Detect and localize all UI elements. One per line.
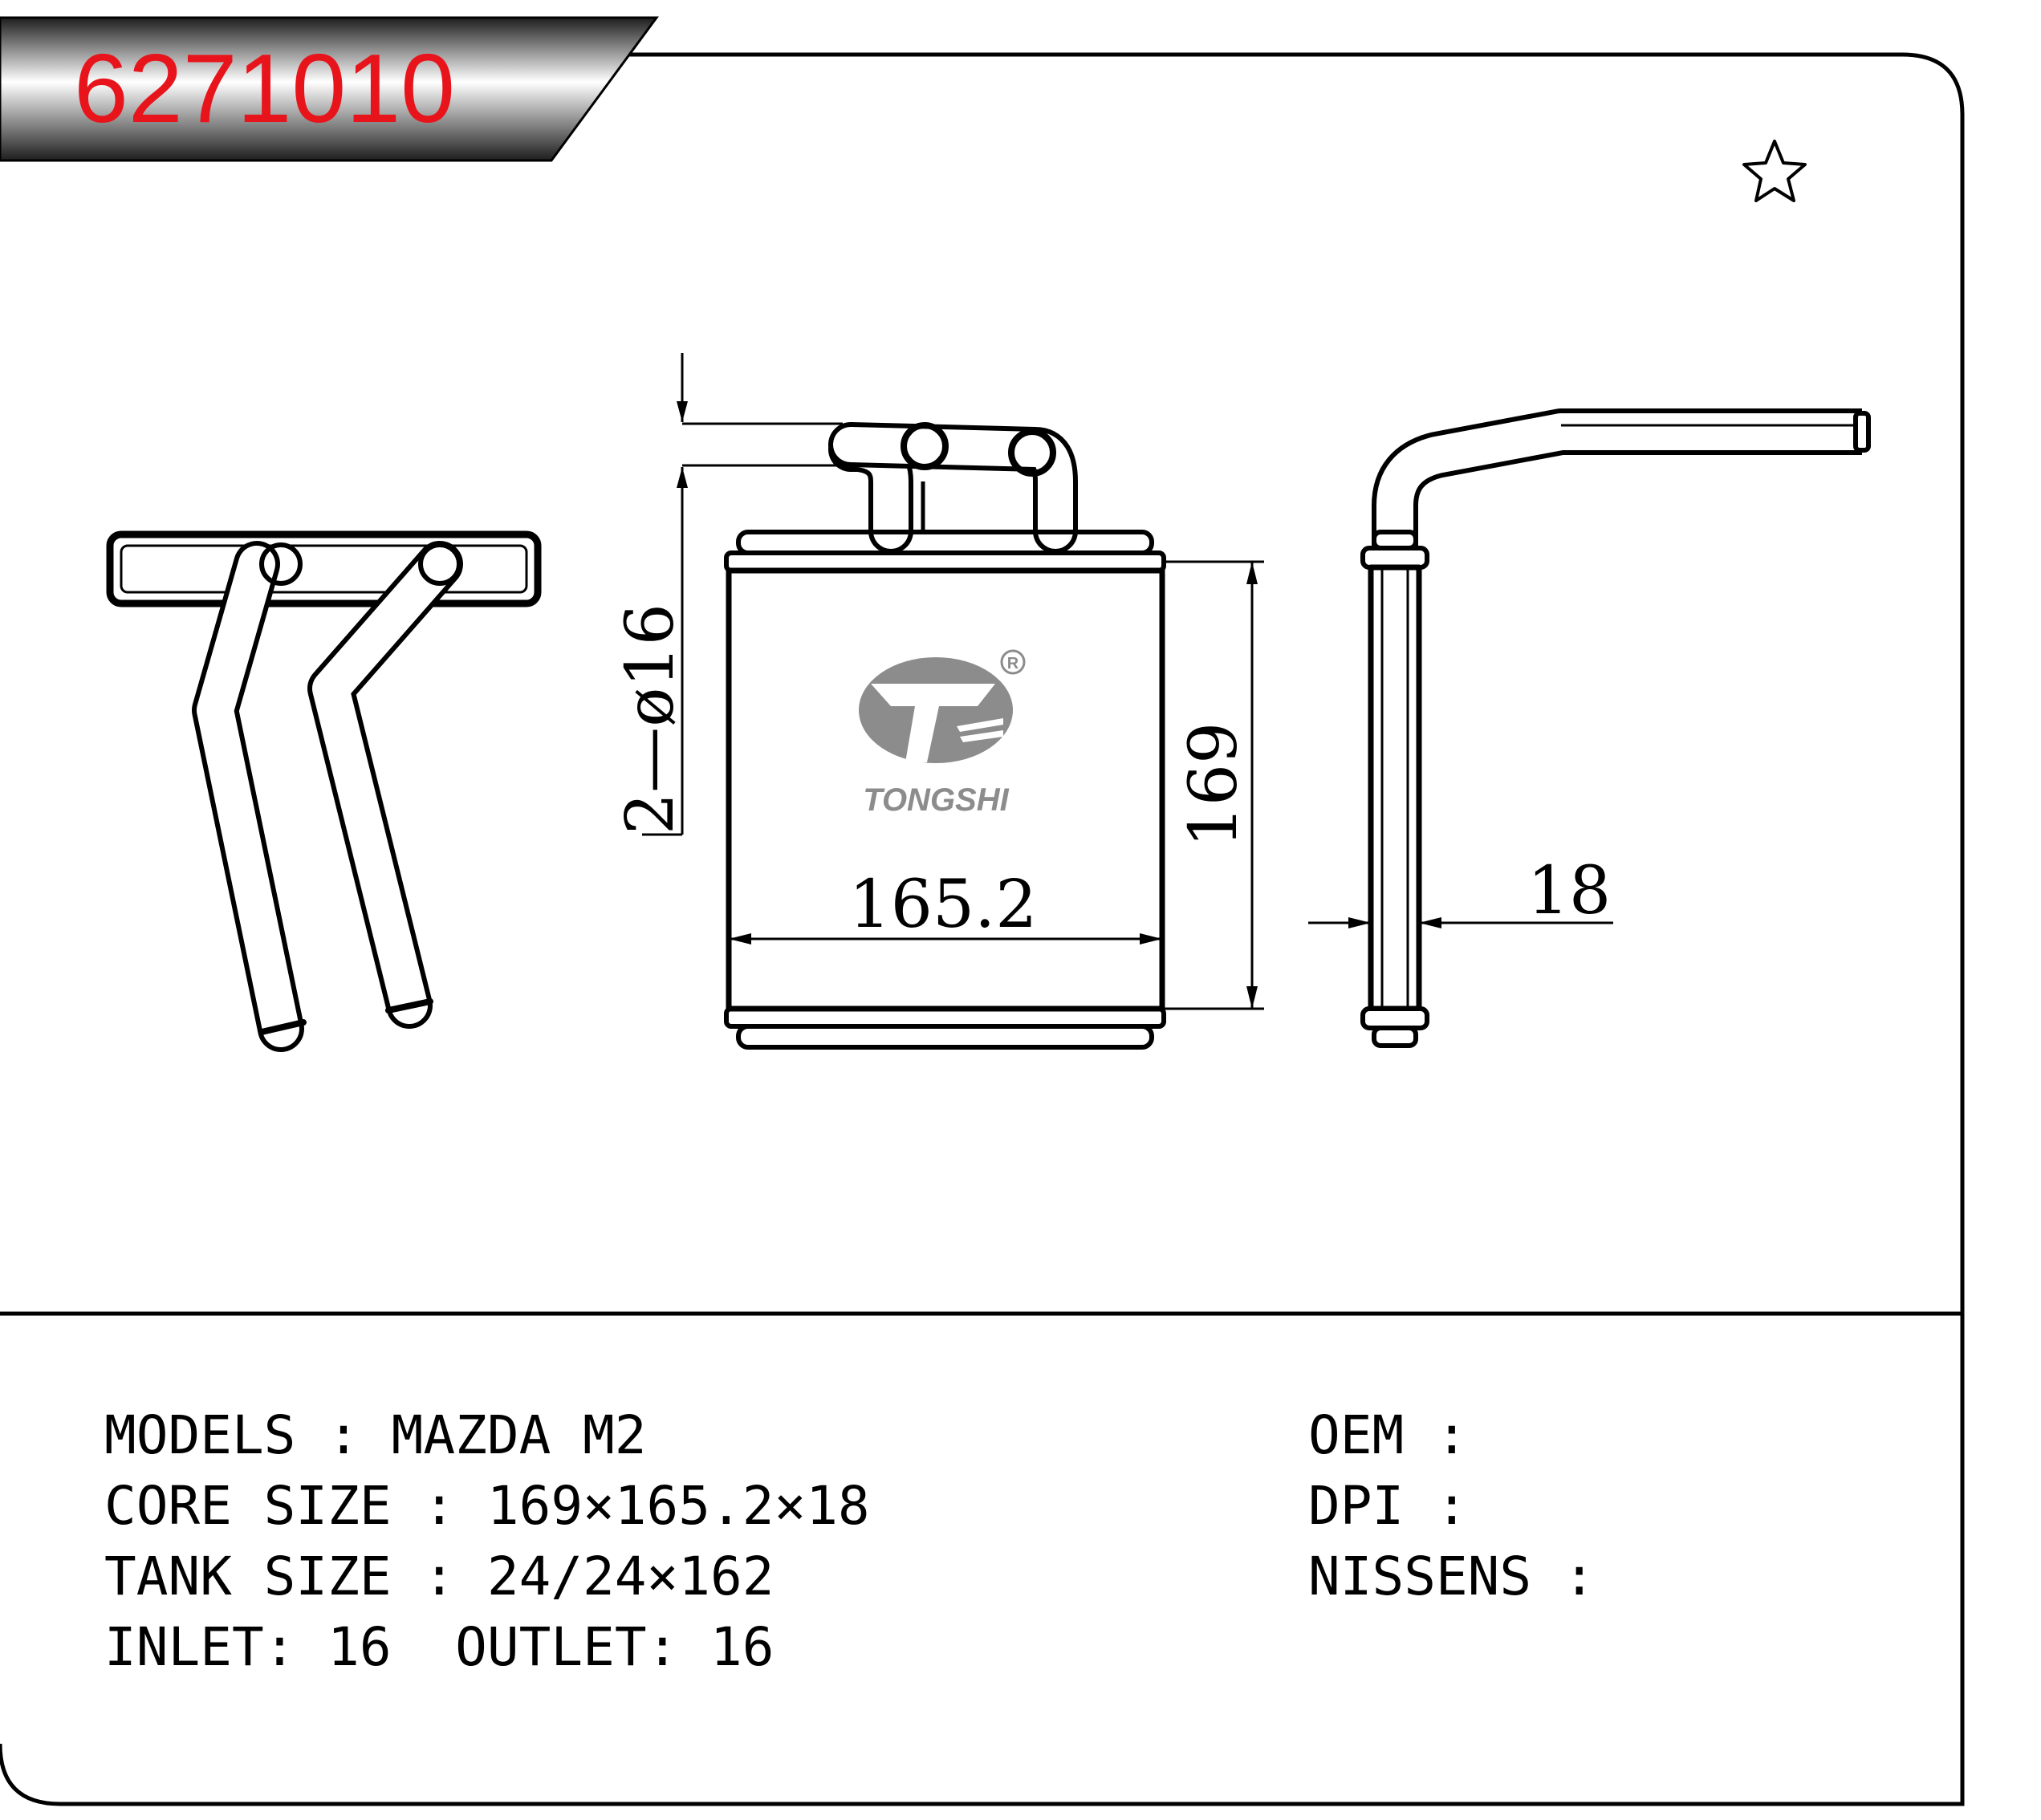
top-view-drawing: [106, 530, 542, 1052]
inlet-label: INLET:: [104, 1616, 296, 1678]
core-side: [1368, 564, 1422, 1012]
outlet-value: 16: [710, 1616, 775, 1678]
models-value: MAZDA M2: [391, 1404, 647, 1466]
core-size-value: 169×165.2×18: [486, 1475, 870, 1537]
card-frame: [0, 52, 1965, 1806]
svg-text:R: R: [1007, 655, 1019, 672]
dpi-label: DPI: [1308, 1475, 1405, 1537]
tongshi-logo: R TONGSHI: [859, 649, 1026, 818]
height-label: 169: [1176, 722, 1252, 848]
pipe-diameter-dimension: [642, 353, 843, 836]
width-dimension: [729, 933, 1162, 945]
inlet-outlet-line: INLET: 16 OUTLET: 16: [104, 1616, 775, 1678]
inlet-value: 16: [327, 1616, 392, 1678]
tank-body: [106, 530, 542, 607]
nissens-label: NISSENS: [1308, 1546, 1532, 1607]
star-outline-icon[interactable]: [1742, 140, 1807, 202]
pipe-diameter-label: 2—ø16: [612, 603, 689, 835]
side-view-drawing: [1360, 408, 1871, 1048]
thickness-label: 18: [1527, 853, 1611, 929]
brand-name: TONGSHI: [863, 782, 1009, 818]
core-size-line: CORE SIZE : 169×165.2×18: [104, 1475, 870, 1537]
thickness-dimension: [1308, 917, 1613, 928]
tank-size-line: TANK SIZE : 24/24×162: [104, 1546, 775, 1607]
height-dimension: [1164, 560, 1264, 1010]
core-size-label: CORE SIZE: [104, 1475, 392, 1537]
outlet-port: [1008, 429, 1056, 477]
oem-label: OEM: [1308, 1404, 1405, 1466]
nissens-line: NISSENS :: [1308, 1546, 1628, 1607]
width-label: 165.2: [849, 867, 1038, 943]
part-number-banner: [0, 16, 659, 162]
dpi-line: DPI :: [1308, 1475, 1500, 1537]
part-number: 6271010: [74, 34, 455, 143]
models-label: MODELS: [104, 1404, 296, 1466]
oem-line: OEM :: [1308, 1404, 1500, 1466]
outlet-label: OUTLET:: [455, 1616, 679, 1678]
tank-size-value: 24/24×162: [486, 1546, 775, 1607]
models-line: MODELS : MAZDA M2: [104, 1404, 647, 1466]
tank-size-label: TANK SIZE: [104, 1546, 392, 1607]
inlet-port: [901, 422, 949, 470]
